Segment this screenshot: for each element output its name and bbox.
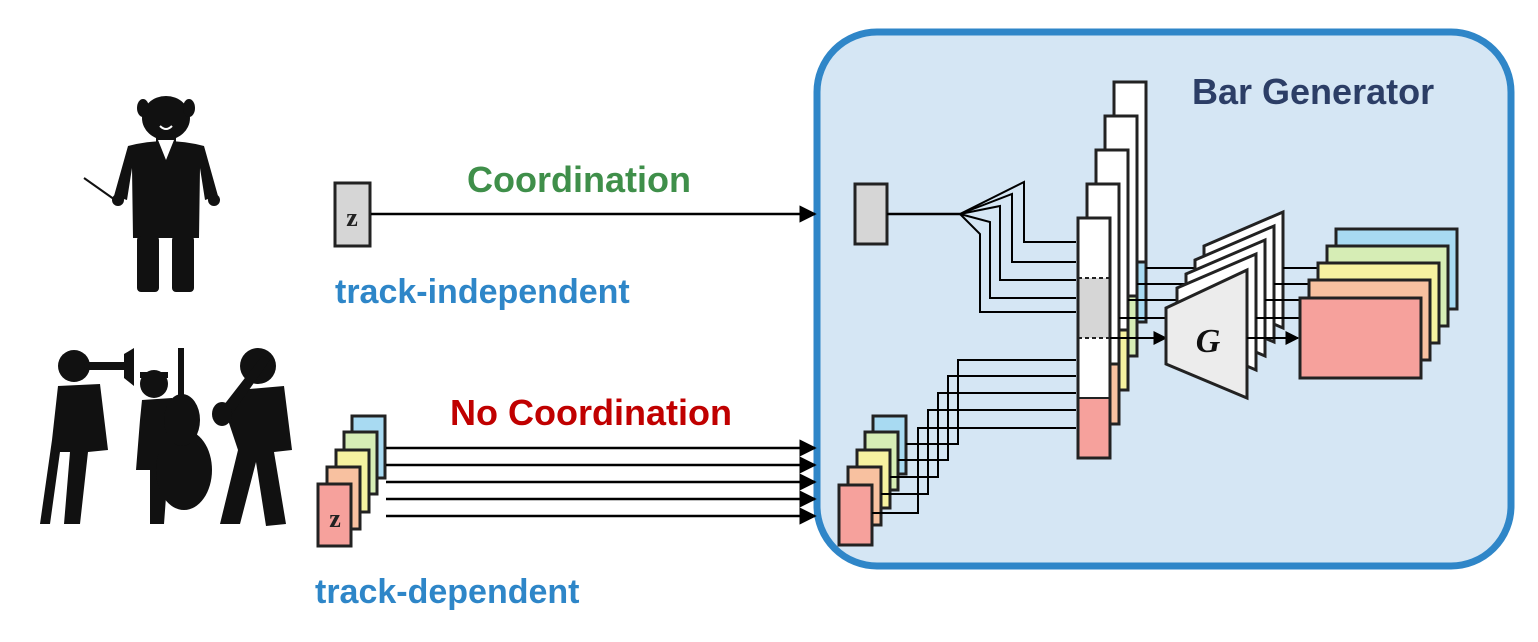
track-route-lines [872,359,1076,514]
track-dependent-label: track-dependent [315,573,580,611]
z-track-label: z [329,504,341,533]
jazz-band-silhouette-icon [40,348,292,526]
shared-fanout-lines [959,180,1076,313]
z-track-stack [316,414,387,548]
output-bar-stack [1298,227,1459,380]
no-coordination-arrows [386,439,817,525]
generator-label: G [1196,323,1221,360]
z-shared-box [333,181,372,248]
no-coordination-label: No Coordination [450,392,732,433]
z-shared-label: z [346,203,358,232]
generator-block [1164,267,1249,401]
conductor-silhouette-icon [83,96,220,292]
latent-shared-segment [1079,278,1109,338]
bg-z-track-stack [837,414,908,547]
coordination-label: Coordination [467,159,691,200]
track-independent-label: track-independent [335,273,630,311]
bar-generator-title: Bar Generator [1192,71,1434,112]
bg-z-shared-box [853,182,889,246]
latent-track-segment [1079,398,1109,457]
